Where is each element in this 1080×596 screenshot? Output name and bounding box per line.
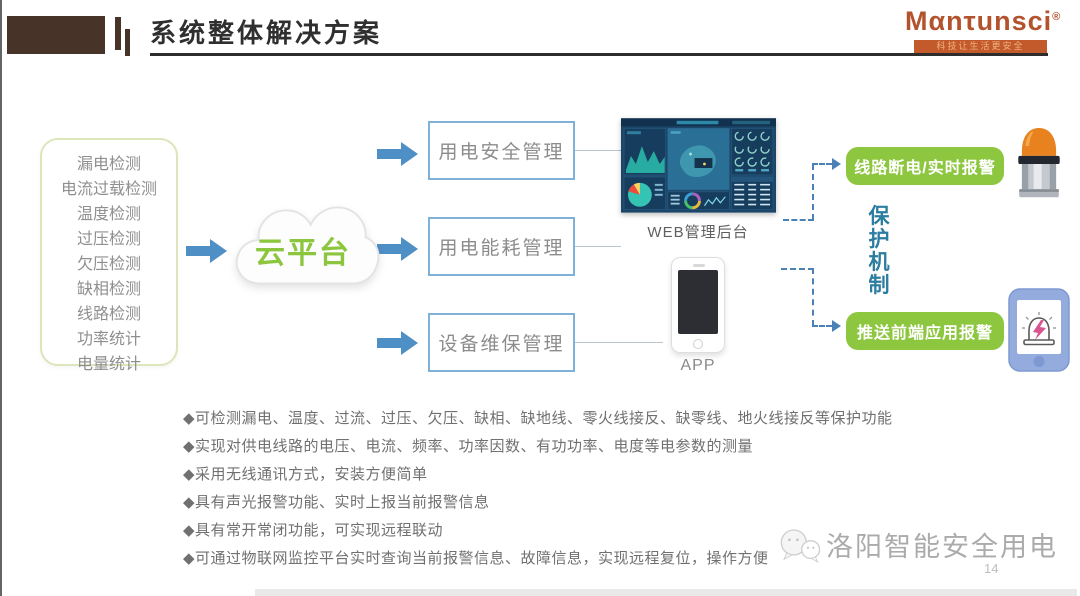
registered-mark: ® (1052, 11, 1062, 23)
bullet-item: ◆具有声光报警功能、实时上报当前报警信息 (183, 494, 490, 511)
detection-item: 过压检测 (76, 231, 141, 248)
bullet-item: ◆可检测漏电、温度、过流、过压、欠压、缺相、缺地线、零火线接反、缺零线、地火线接… (183, 410, 893, 427)
app-phone-icon (671, 257, 725, 353)
page-title: 系统整体解决方案 (150, 18, 383, 48)
watermark-text: 洛阳智能安全用电 (826, 532, 1058, 562)
detection-item: 缺相检测 (76, 281, 141, 298)
phone-home-button (693, 339, 703, 349)
detection-item: 线路检测 (76, 306, 141, 323)
bullet-list: ◆可检测漏电、温度、过流、过压、欠压、缺相、缺地线、零火线接反、缺零线、地火线接… (183, 409, 923, 577)
flow-arrow-to-maintenance (377, 331, 418, 355)
cloud-platform-label: 云平台 (255, 237, 351, 270)
header-accent-bar-2 (125, 29, 130, 56)
bullet-item: ◆实现对供电线路的电压、电流、频率、功率因数、有功功率、电度等电参数的测量 (183, 438, 754, 455)
mgmt-box-safety: 用电安全管理 (428, 121, 575, 180)
flow-arrow-to-safety (377, 142, 418, 166)
header-accent-block (7, 16, 105, 54)
web-dashboard-preview (621, 118, 776, 213)
dashed-connector-web-v (812, 164, 814, 220)
brand-name: Mαnτunsci (905, 6, 1053, 36)
web-backend-label: WEB管理后台 (647, 224, 749, 241)
phone-speaker (693, 264, 705, 267)
dashed-connector-web-h2 (812, 163, 832, 165)
connector-line-3 (575, 342, 663, 343)
alarm-phone-icon (1008, 288, 1070, 372)
flow-arrow-to-cloud (186, 239, 227, 263)
phone-screen (678, 270, 718, 334)
dashed-connector-app-h2 (812, 325, 832, 327)
bullet-item: ◆可通过物联网监控平台实时查询当前报警信息、故障信息，实现远程复位，操作方便 (183, 550, 769, 567)
detection-item: 功率统计 (76, 331, 141, 348)
brand-tagline: 科技让生活更安全 (914, 40, 1047, 53)
detection-item: 漏电检测 (76, 156, 141, 173)
protection-mechanism-label: 保护机制 (868, 205, 890, 297)
left-edge-line (0, 0, 2, 596)
brand-logo: Mαnτunsci® (905, 6, 1060, 37)
dashed-arrowhead-top (832, 158, 841, 170)
connector-line-1 (575, 150, 621, 151)
dashed-connector-web-h (783, 219, 814, 221)
detection-item: 欠压检测 (76, 256, 141, 273)
alarm-line-button: 线路断电/实时报警 (846, 147, 1004, 185)
mgmt-box-energy: 用电能耗管理 (428, 217, 575, 276)
alarm-push-button: 推送前端应用报警 (846, 312, 1004, 350)
mgmt-box-maintenance: 设备维保管理 (428, 313, 575, 372)
detection-item: 电量统计 (76, 356, 141, 373)
dashed-connector-app-h (781, 268, 814, 270)
flow-arrow-to-energy (377, 237, 418, 261)
bullet-item: ◆具有常开常闭功能，可实现远程联动 (183, 522, 444, 539)
detection-item: 电流过载检测 (60, 181, 157, 198)
bullet-item: ◆采用无线通讯方式，安装方便简单 (183, 466, 428, 483)
bottom-scrollbar (255, 589, 1077, 596)
detection-item: 温度检测 (76, 206, 141, 223)
detection-list: 漏电检测电流过载检测温度检测过压检测欠压检测缺相检测线路检测功率统计电量统计 (40, 138, 178, 373)
page-number: 14 (984, 561, 999, 576)
connector-line-2 (575, 246, 621, 247)
wechat-logo-icon (780, 529, 821, 564)
dashed-arrowhead-bottom (832, 320, 841, 332)
dashed-connector-app-v (812, 268, 814, 326)
cloud-icon (226, 192, 380, 298)
title-underline (150, 53, 1048, 56)
app-label: APP (680, 357, 716, 374)
alarm-beacon-icon (1018, 128, 1060, 198)
header-accent-bar-1 (115, 17, 121, 50)
